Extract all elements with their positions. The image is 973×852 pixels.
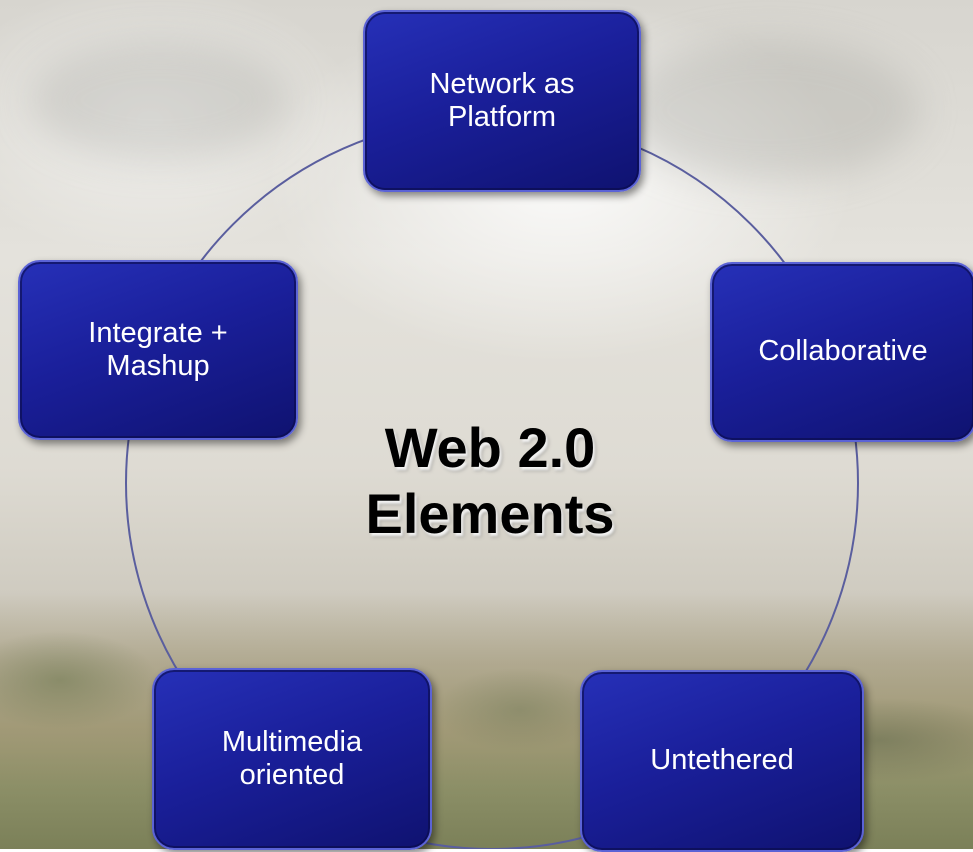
node-untethered: Untethered <box>580 670 864 852</box>
node-collaborative: Collaborative <box>710 262 973 442</box>
node-integrate-mashup: Integrate + Mashup <box>18 260 298 440</box>
node-label: Untethered <box>650 744 794 777</box>
cloud <box>620 40 920 180</box>
node-network-as-platform: Network as Platform <box>363 10 641 192</box>
node-label: Collaborative <box>758 335 928 368</box>
node-label: Network as Platform <box>429 67 575 133</box>
node-label: Multimedia oriented <box>221 725 363 791</box>
cloud <box>30 40 290 160</box>
center-title: Web 2.0 Elements <box>365 416 615 545</box>
node-multimedia-oriented: Multimedia oriented <box>152 668 432 850</box>
node-label: Integrate + Mashup <box>88 316 228 382</box>
